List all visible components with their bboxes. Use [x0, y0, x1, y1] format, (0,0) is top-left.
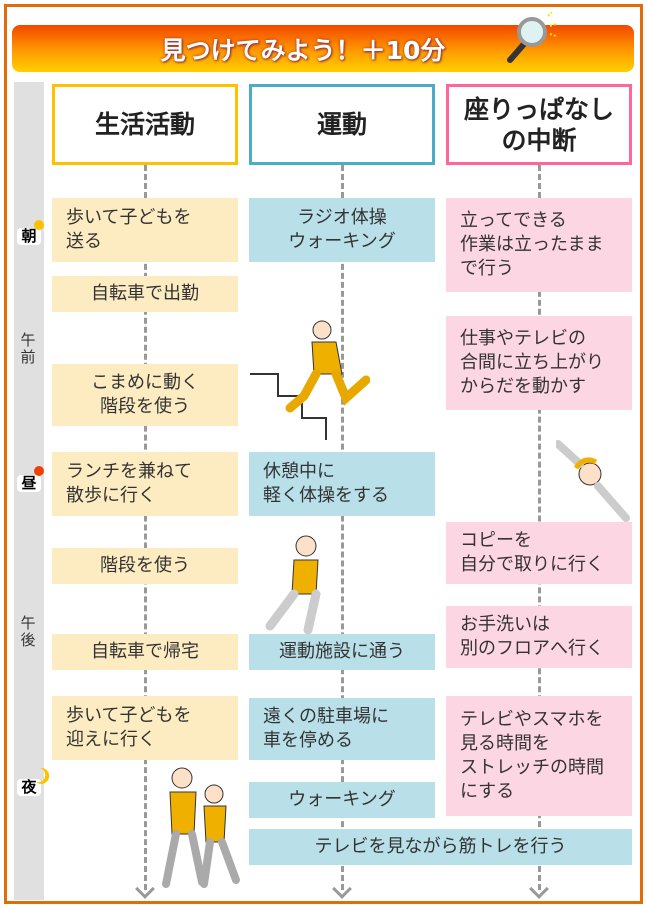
life-item: 歩いて子どもを 迎えに行く [52, 696, 238, 760]
break-item: テレビやスマホを 見る時間を ストレッチの時間 にする [446, 696, 632, 816]
life-item: こまめに動く 階段を使う [52, 364, 238, 426]
title-banner: 見つけてみよう！＋10分 [12, 25, 634, 72]
exercise-item: ラジオ体操 ウォーキング [249, 198, 435, 262]
time-label-am: 午前 [14, 332, 42, 366]
life-item: 自転車で出勤 [52, 276, 238, 312]
break-item: 立ってできる 作業は立ったまま で行う [446, 198, 632, 292]
stretching-person-illustration [265, 535, 321, 634]
header-exercise: 運動 [249, 84, 435, 165]
life-item: 階段を使う [52, 548, 238, 584]
life-item: ランチを兼ねて 散歩に行く [52, 452, 238, 516]
time-label-noon: 昼 [17, 475, 41, 492]
header-sitting-break: 座りっぱなし の中断 [446, 84, 632, 165]
exercise-item: 運動施設に通う [249, 634, 435, 670]
break-item: コピーを 自分で取りに行く [446, 522, 632, 584]
noon-sun-icon [34, 466, 44, 476]
magnifier-icon [507, 12, 556, 63]
pm-text: 午後 [20, 614, 36, 649]
shared-item: テレビを見ながら筋トレを行う [249, 829, 632, 865]
life-item: 歩いて子どもを 送る [52, 198, 238, 262]
break-item: 仕事やテレビの 合間に立ち上がり からだを動かす [446, 316, 632, 410]
break-item: お手洗いは 別のフロアへ行く [446, 606, 632, 668]
time-label-morning: 朝 [17, 228, 41, 245]
exercise-item: ウォーキング [249, 782, 435, 818]
exercise-item: 休憩中に 軽く体操をする [249, 452, 435, 516]
stair-climber-illustration [250, 320, 370, 440]
timeline-exercise [341, 165, 344, 890]
time-label-pm: 午後 [14, 615, 42, 649]
moon-icon [36, 767, 50, 784]
exercise-item: 遠くの駐車場に 車を停める [249, 698, 435, 760]
life-item: 自転車で帰宅 [52, 634, 238, 670]
side-stretch-illustration [556, 440, 630, 522]
time-label-night: 夜 [17, 779, 41, 796]
timeline-life [144, 165, 147, 890]
outer-frame [4, 4, 643, 904]
header-life-activity: 生活活動 [52, 84, 238, 165]
page-title: 見つけてみよう！＋10分 [160, 35, 446, 65]
am-text: 午前 [20, 331, 36, 366]
sun-icon [34, 220, 44, 230]
walking-parent-child-illustration [162, 767, 240, 888]
